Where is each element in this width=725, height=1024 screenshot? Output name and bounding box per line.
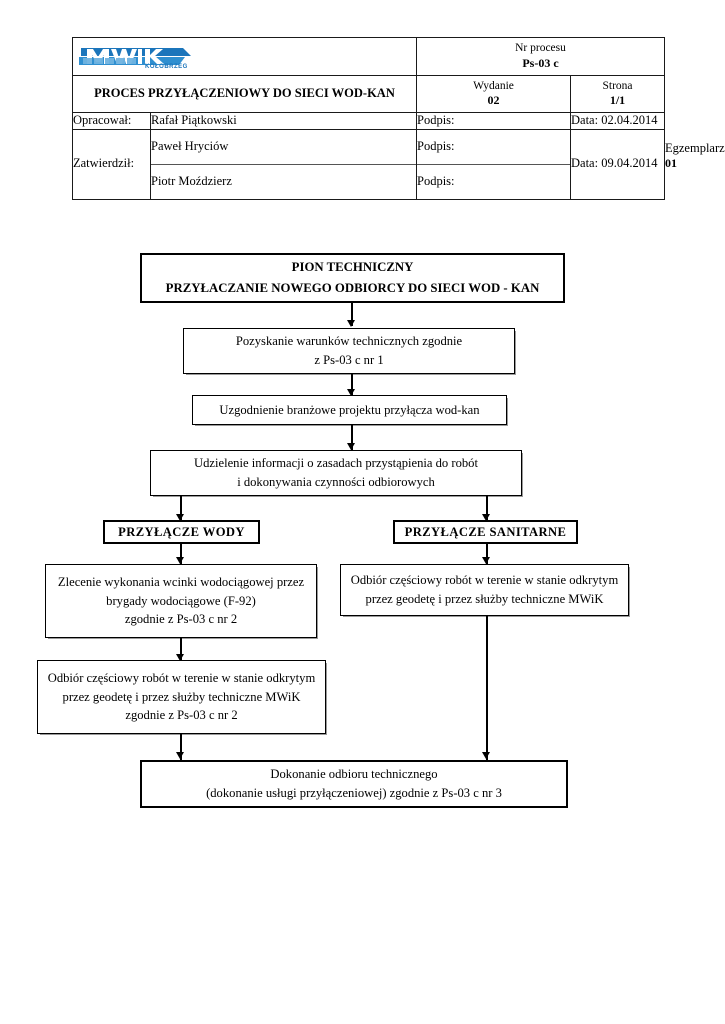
flow-node-line-1: Udzielenie informacji o zasadach przystą… bbox=[194, 456, 478, 471]
flow-node-line-1: Odbiór częściowy robót w terenie w stani… bbox=[350, 573, 619, 588]
flow-node-udzielenie-informacji: Udzielenie informacji o zasadach przystą… bbox=[150, 450, 522, 496]
arrow-n3-n4 bbox=[347, 443, 356, 450]
opracowal-date: Data: 02.04.2014 bbox=[570, 112, 665, 130]
header-row-opracowal: Opracował: Rafał Piątkowski Podpis: Data… bbox=[72, 112, 725, 171]
zatwierdzil-signature-2: Podpis: bbox=[417, 173, 455, 188]
arrow-n1-n2 bbox=[347, 320, 356, 327]
flow-node-przylacze-sanitarne: PRZYŁĄCZE SANITARNE bbox=[393, 520, 578, 544]
arrow-n2-n3 bbox=[347, 389, 356, 396]
flow-node-line-2: brygady wodociągowe (F-92) bbox=[106, 593, 256, 608]
opracowal-signature: Podpis: bbox=[416, 112, 571, 130]
header-row-title: PROCES PRZYŁĄCZENIOWY DO SIECI WOD-KAN W… bbox=[72, 74, 665, 114]
header-row-zatwierdzil: Zatwierdził: Paweł Hryciów Piotr Moździe… bbox=[72, 128, 665, 200]
flow-node-pion-techniczny: PION TECHNICZNY PRZYŁACZANIE NOWEGO ODBI… bbox=[140, 253, 565, 303]
document-title: PROCES PRZYŁĄCZENIOWY DO SIECI WOD-KAN bbox=[72, 74, 417, 114]
opracowal-label: Opracował: bbox=[72, 112, 151, 130]
zatwierdzil-name-2: Piotr Moździerz bbox=[151, 173, 232, 188]
flow-node-line-2: (dokonanie usługi przyłączeniowej) zgodn… bbox=[206, 786, 502, 800]
flow-node-line-3: zgodnie z Ps-03 c nr 2 bbox=[125, 708, 238, 723]
flow-node-line-1: Dokonanie odbioru technicznego bbox=[270, 767, 438, 782]
opracowal-name: Rafał Piątkowski bbox=[150, 112, 417, 130]
arrow-n4-n5 bbox=[176, 514, 185, 521]
arrow-n7-n9 bbox=[176, 654, 185, 661]
flow-node-pozyskanie-warunkow: Pozyskanie warunków technicznych zgodnie… bbox=[183, 328, 515, 374]
document-header-table: KOŁOBRZEG Nr procesu Ps-03 c PROCES PRZY… bbox=[72, 37, 725, 200]
arrow-n6-n8 bbox=[482, 557, 491, 564]
connector-n5-n7 bbox=[180, 544, 182, 564]
nr-procesu-cell: Nr procesu Ps-03 c bbox=[416, 37, 665, 76]
zatwierdzil-signatures: Podpis: Podpis: bbox=[416, 128, 571, 200]
zatwierdzil-label: Zatwierdził: bbox=[72, 128, 151, 200]
flow-node-odbior-czesciowy-sanitarny: Odbiór częściowy robót w terenie w stani… bbox=[340, 564, 629, 616]
flow-node-przylacze-wody: PRZYŁĄCZE WODY bbox=[103, 520, 260, 544]
zatwierdzil-names: Paweł Hryciów Piotr Moździerz bbox=[150, 128, 417, 200]
strona-value: 1/1 bbox=[609, 93, 626, 108]
flow-node-line-2: z Ps-03 c nr 1 bbox=[314, 353, 384, 367]
connector-n7-n9 bbox=[180, 638, 182, 660]
strona-label: Strona bbox=[602, 79, 633, 92]
nr-procesu-label: Nr procesu bbox=[515, 42, 566, 54]
flow-node-line-1: Zlecenie wykonania wcinki wodociągowej p… bbox=[57, 575, 305, 590]
flow-node-line-1: Pozyskanie warunków technicznych zgodnie bbox=[235, 334, 463, 349]
flow-node-line-3: zgodnie z Ps-03 c nr 2 bbox=[124, 612, 238, 627]
flow-node-line-1: Odbiór częściowy robót w terenie w stani… bbox=[47, 671, 316, 686]
zatwierdzil-date: Data: 09.04.2014 bbox=[570, 128, 665, 200]
nr-procesu-value: Ps-03 c bbox=[522, 55, 559, 70]
arrow-n8-n10 bbox=[482, 752, 491, 759]
wydanie-label: Wydanie bbox=[473, 79, 514, 92]
flow-node-line-1: PION TECHNICZNY bbox=[291, 260, 414, 275]
zatwierdzil-name-1: Paweł Hryciów bbox=[151, 129, 416, 165]
flow-node-line-2: PRZYŁACZANIE NOWEGO ODBIORCY DO SIECI WO… bbox=[165, 281, 540, 295]
strona-cell: Strona 1/1 bbox=[570, 74, 665, 114]
header-row-logo-proces: KOŁOBRZEG Nr procesu Ps-03 c bbox=[72, 37, 665, 76]
connector-n6-n8 bbox=[486, 544, 488, 564]
connector-n8-n10 bbox=[486, 616, 488, 760]
mwik-logo: KOŁOBRZEG bbox=[79, 43, 191, 70]
wydanie-value: 02 bbox=[487, 93, 500, 108]
flow-node-zlecenie-wcinki: Zlecenie wykonania wcinki wodociągowej p… bbox=[45, 564, 317, 638]
wydanie-cell: Wydanie 02 bbox=[416, 74, 571, 114]
zatwierdzil-signature-1: Podpis: bbox=[417, 129, 570, 165]
flow-node-line-2: i dokonywania czynności odbiorowych bbox=[237, 475, 435, 489]
connector-n4-n6 bbox=[486, 496, 488, 521]
connector-n3-n4 bbox=[351, 425, 353, 450]
connector-n9-n10 bbox=[180, 734, 182, 760]
arrow-n5-n7 bbox=[176, 557, 185, 564]
flow-node-line-1: Uzgodnienie branżowe projektu przyłącza … bbox=[219, 402, 480, 417]
flow-node-line-2: przez geodetę i przez służby techniczne … bbox=[365, 592, 604, 606]
flow-node-line-1: PRZYŁĄCZE SANITARNE bbox=[404, 524, 567, 539]
arrow-n4-n6 bbox=[482, 514, 491, 521]
logo-cell: KOŁOBRZEG bbox=[72, 37, 417, 76]
egzemplarz-label: Egzemplarz bbox=[665, 140, 725, 155]
flow-node-dokonanie-odbioru: Dokonanie odbioru technicznego (dokonani… bbox=[140, 760, 568, 808]
logo-subtitle: KOŁOBRZEG bbox=[145, 64, 188, 70]
connector-n1-n2 bbox=[351, 303, 353, 326]
flow-node-line-2: przez geodetę i przez służby techniczne … bbox=[62, 689, 301, 704]
arrow-n9-n10 bbox=[176, 752, 185, 759]
flow-node-line-1: PRZYŁĄCZE WODY bbox=[118, 524, 245, 539]
mwik-logo-icon: KOŁOBRZEG bbox=[79, 43, 191, 70]
flow-node-uzgodnienie-branzowe: Uzgodnienie branżowe projektu przyłącza … bbox=[192, 395, 507, 425]
flow-node-odbior-czesciowy-wodny: Odbiór częściowy robót w terenie w stani… bbox=[37, 660, 326, 734]
connector-n2-n3 bbox=[351, 374, 353, 395]
connector-n4-n5 bbox=[180, 496, 182, 521]
